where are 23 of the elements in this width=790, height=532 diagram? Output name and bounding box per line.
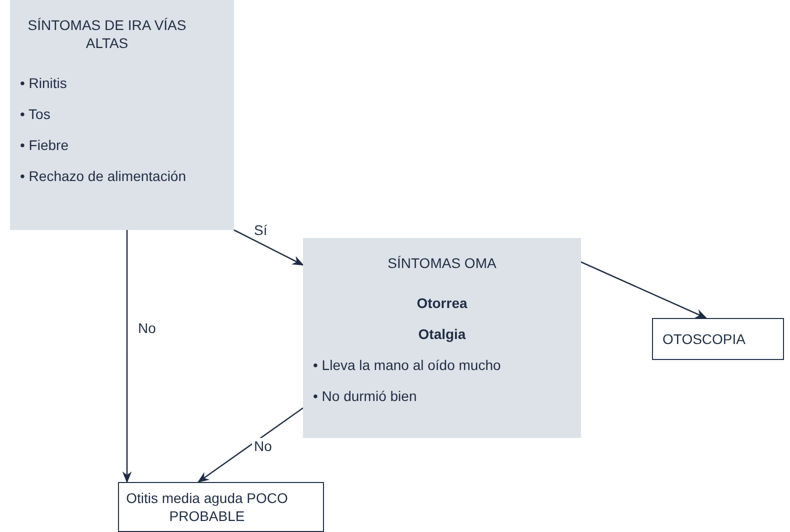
edge-label: Sí	[252, 222, 270, 238]
bullet-item: • Fiebre	[20, 136, 70, 154]
edge-label: No	[252, 438, 274, 454]
bullet-item: • Rinitis	[20, 74, 68, 92]
edge-label: No	[136, 320, 158, 336]
box-heading: SÍNTOMAS DE IRA VÍAS ALTAS	[26, 16, 188, 52]
result-box	[118, 482, 324, 532]
process-box	[10, 0, 234, 230]
result-box	[652, 318, 784, 360]
symptom-heading: Otorrea	[416, 294, 468, 312]
result-text: OTOSCOPIA	[662, 330, 746, 348]
arrow	[234, 229, 304, 266]
arrow	[580, 261, 708, 319]
bullet-item: • Rechazo de alimentación	[20, 167, 187, 185]
bullet-item: • No durmió bien	[313, 387, 418, 405]
bullet-item: • Lleva la mano al oído mucho	[313, 356, 502, 374]
bullet-item: • Tos	[20, 105, 52, 123]
arrow	[122, 230, 132, 484]
arrow	[197, 407, 304, 483]
result-text: Otitis media aguda POCO PROBABLE	[125, 489, 289, 525]
process-box	[303, 238, 581, 438]
symptom-heading: Otalgia	[417, 325, 467, 343]
box-heading: SÍNTOMAS OMA	[386, 254, 498, 272]
